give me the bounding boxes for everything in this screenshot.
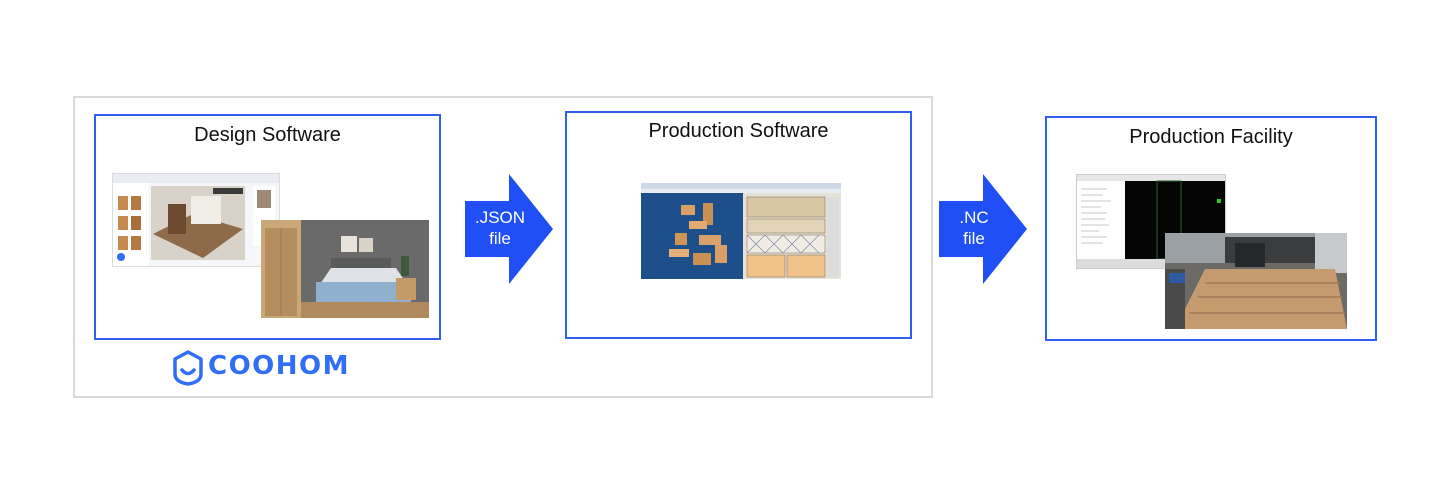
design-software-box: Design Software xyxy=(94,114,441,340)
production-software-title: Production Software xyxy=(648,120,829,142)
nc-file-arrow: .NC file xyxy=(939,174,1027,284)
software-group-frame xyxy=(73,96,933,398)
production-app-screenshot xyxy=(641,183,841,279)
json-arrow-label-ext: .JSON xyxy=(474,208,526,227)
production-facility-title: Production Facility xyxy=(1129,126,1293,148)
bedroom-render-photo xyxy=(261,220,429,318)
cnc-machine-photo xyxy=(1165,233,1347,329)
json-arrow-label-file: file xyxy=(489,229,511,248)
design-app-screenshot xyxy=(112,173,280,267)
coohom-logo-text: COOHOM xyxy=(208,351,351,381)
nc-arrow-label-ext: .NC xyxy=(959,208,989,227)
nc-arrow-label-file: file xyxy=(963,229,985,248)
production-software-box: Production Software xyxy=(565,111,912,339)
design-software-title: Design Software xyxy=(194,124,341,146)
production-facility-box: Production Facility xyxy=(1045,116,1377,341)
json-file-arrow: .JSON file xyxy=(465,174,553,284)
shield-smile-icon xyxy=(173,350,203,386)
